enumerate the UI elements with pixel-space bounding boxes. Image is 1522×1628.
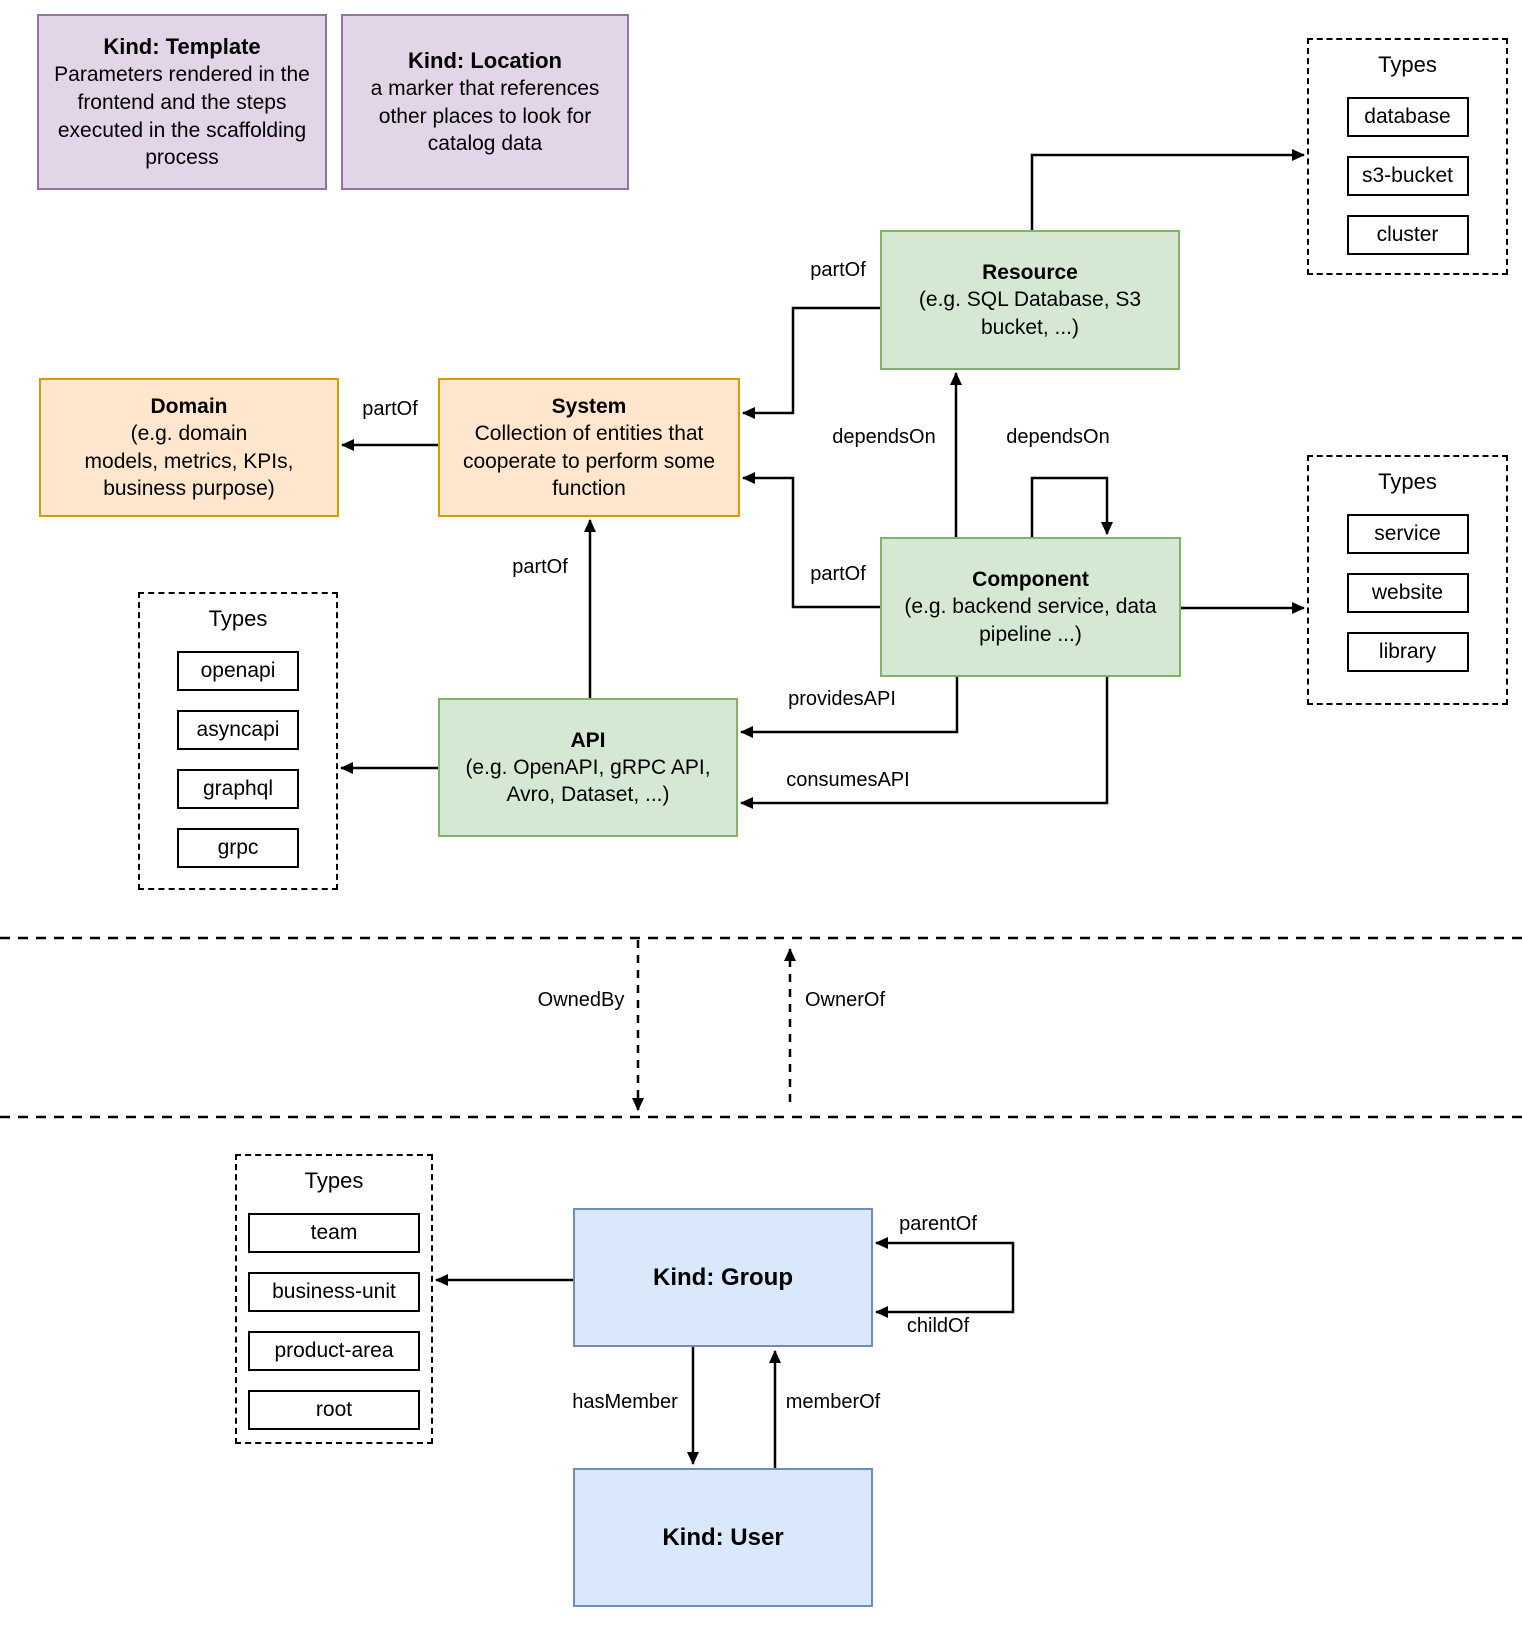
kind-template-title: Kind: Template bbox=[103, 34, 261, 60]
system-title: System bbox=[551, 394, 627, 418]
domain-title: Domain bbox=[150, 394, 228, 418]
user-title: Kind: User bbox=[662, 1523, 784, 1551]
component-title: Component bbox=[972, 568, 1089, 592]
kind-template-description: Parameters rendered in the frontend and … bbox=[54, 63, 310, 170]
group-types-title: Types bbox=[304, 1168, 364, 1193]
kind-template-card: Kind: Template Parameters rendered in th… bbox=[37, 14, 327, 190]
domain-node: Domain (e.g. domain models, metrics, KPI… bbox=[39, 378, 339, 517]
label-childof: childOf bbox=[903, 1314, 973, 1338]
api-title: API bbox=[570, 728, 606, 752]
edge-component-dependson-component bbox=[1030, 476, 1113, 537]
edge-component-partof-system bbox=[742, 472, 880, 609]
label-partof-component-system: partOf bbox=[807, 562, 869, 586]
label-dependson-self: dependsOn bbox=[1003, 425, 1113, 449]
resource-node: Resource (e.g. SQL Database, S3 bucket, … bbox=[880, 230, 1180, 370]
label-providesapi: providesAPI bbox=[785, 687, 899, 711]
label-consumesapi: consumesAPI bbox=[783, 768, 913, 792]
kind-location-card: Kind: Location a marker that references … bbox=[341, 14, 629, 190]
edge-group-parentof-childof-loop bbox=[875, 1237, 1015, 1318]
type-item-openapi: openapi bbox=[177, 651, 299, 691]
type-item-library: library bbox=[1346, 632, 1469, 672]
user-node: Kind: User bbox=[573, 1468, 873, 1607]
group-title: Kind: Group bbox=[653, 1263, 793, 1291]
kind-location-title: Kind: Location bbox=[408, 47, 562, 73]
type-item-asyncapi: asyncapi bbox=[177, 710, 299, 750]
label-partof-api-system: partOf bbox=[509, 555, 571, 579]
edge-component-consumesapi-api bbox=[740, 677, 1109, 809]
api-subtitle: (e.g. OpenAPI, gRPC API, Avro, Dataset, … bbox=[465, 755, 711, 807]
resource-types-title: Types bbox=[1378, 52, 1437, 77]
type-item-database: database bbox=[1346, 97, 1469, 137]
edge-resource-partof-system bbox=[742, 306, 880, 419]
label-ownerof: OwnerOf bbox=[801, 988, 889, 1012]
component-subtitle: (e.g. backend service, data pipeline ...… bbox=[904, 595, 1157, 646]
group-types-panel: Types team business-unit product-area ro… bbox=[235, 1154, 433, 1444]
label-partof-system-domain: partOf bbox=[359, 397, 421, 421]
component-types-title: Types bbox=[1378, 469, 1437, 494]
label-hasmember: hasMember bbox=[569, 1390, 681, 1414]
group-node: Kind: Group bbox=[573, 1208, 873, 1347]
kind-location-description: a marker that references other places to… bbox=[370, 76, 600, 156]
type-item-s3-bucket: s3-bucket bbox=[1346, 156, 1469, 196]
type-item-grpc: grpc bbox=[177, 828, 299, 868]
type-item-website: website bbox=[1346, 573, 1469, 613]
system-subtitle: Collection of entities that cooperate to… bbox=[462, 422, 716, 500]
type-item-service: service bbox=[1346, 514, 1469, 554]
label-dependson-resource: dependsOn bbox=[829, 425, 939, 449]
type-item-root: root bbox=[248, 1390, 420, 1430]
component-node: Component (e.g. backend service, data pi… bbox=[880, 537, 1181, 677]
label-partof-resource-system: partOf bbox=[807, 258, 869, 282]
type-item-business-unit: business-unit bbox=[248, 1272, 420, 1312]
label-ownedby: OwnedBy bbox=[534, 988, 628, 1012]
edge-resource-to-resource-types bbox=[1030, 149, 1305, 230]
type-item-product-area: product-area bbox=[248, 1331, 420, 1371]
label-parentof: parentOf bbox=[896, 1212, 980, 1236]
api-node: API (e.g. OpenAPI, gRPC API, Avro, Datas… bbox=[438, 698, 738, 837]
type-item-team: team bbox=[248, 1213, 420, 1253]
system-node: System Collection of entities that coope… bbox=[438, 378, 740, 517]
resource-title: Resource bbox=[982, 261, 1078, 285]
edge-component-providesapi-api bbox=[740, 677, 959, 738]
resource-types-panel: Types database s3-bucket cluster bbox=[1307, 38, 1508, 275]
label-memberof: memberOf bbox=[782, 1390, 884, 1414]
type-item-cluster: cluster bbox=[1346, 215, 1469, 255]
resource-subtitle: (e.g. SQL Database, S3 bucket, ...) bbox=[918, 288, 1142, 339]
component-types-panel: Types service website library bbox=[1307, 455, 1508, 705]
type-item-graphql: graphql bbox=[177, 769, 299, 809]
domain-subtitle: (e.g. domain models, metrics, KPIs, busi… bbox=[84, 422, 294, 500]
api-types-panel: Types openapi asyncapi graphql grpc bbox=[138, 592, 338, 890]
api-types-title: Types bbox=[208, 606, 268, 631]
